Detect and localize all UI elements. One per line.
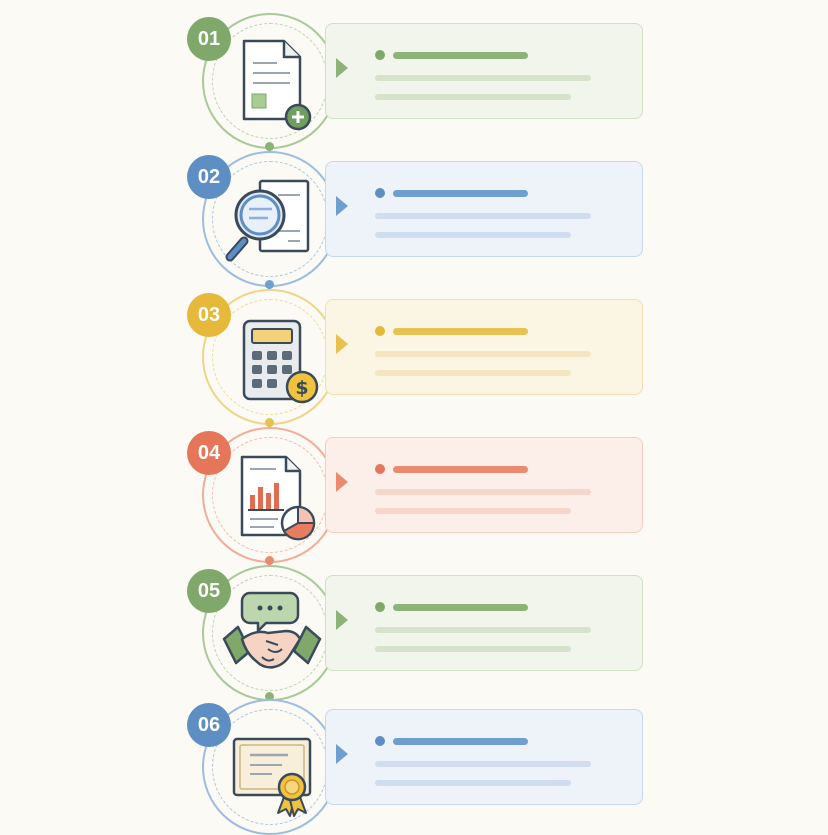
step-06-card [325,709,643,805]
step-01-card [325,23,643,119]
step-01: 01 [0,0,828,149]
step-01-title-placeholder [393,52,528,59]
step-05-card [325,575,643,671]
step-06-text-placeholder [375,761,591,767]
step-03-card-pointer [336,334,348,354]
step-02-card [325,161,643,257]
step-04-number-badge: 04 [187,431,231,475]
step-04-text-placeholder [375,489,591,495]
step-05-card-pointer [336,610,348,630]
report-chart-icon [240,455,316,541]
step-04-text-placeholder [375,508,571,514]
step-05-card-dot [375,602,385,612]
step-01-text-placeholder [375,94,571,100]
step-01-icon-circle [202,13,338,149]
certificate-icon [232,737,312,817]
step-05: 05 [0,552,828,701]
step-01-text-placeholder [375,75,591,81]
step-03: $ 03 [0,276,828,425]
step-02-title-placeholder [393,190,528,197]
step-06-number-badge: 06 [187,703,231,747]
step-04-icon-circle [202,427,338,563]
step-03-card [325,299,643,395]
step-06-title-placeholder [393,738,528,745]
step-02-text-placeholder [375,213,591,219]
document-add-icon [242,39,312,131]
step-01-card-dot [375,50,385,60]
step-02-card-dot [375,188,385,198]
step-03-card-dot [375,326,385,336]
step-04-card-dot [375,464,385,474]
step-02-text-placeholder [375,232,571,238]
step-05-number-badge: 05 [187,569,231,613]
step-06-card-pointer [336,744,348,764]
step-06-text-placeholder [375,780,571,786]
step-03-text-placeholder [375,370,571,376]
step-01-card-pointer [336,58,348,78]
svg-text:$: $ [295,377,308,399]
step-04: 04 [0,414,828,563]
step-05-title-placeholder [393,604,528,611]
step-04-card-pointer [336,472,348,492]
step-03-title-placeholder [393,328,528,335]
step-05-text-placeholder [375,627,591,633]
document-search-icon [225,179,310,262]
step-02-card-pointer [336,196,348,216]
step-02-number-badge: 02 [187,155,231,199]
step-01-number-badge: 01 [187,17,231,61]
handshake-icon [222,591,322,669]
step-06-card-dot [375,736,385,746]
step-06: 06 [0,686,828,835]
step-02: 02 [0,138,828,287]
step-05-text-placeholder [375,646,571,652]
step-03-number-badge: 03 [187,293,231,337]
step-03-text-placeholder [375,351,591,357]
step-04-title-placeholder [393,466,528,473]
calculator-dollar-icon: $ [242,319,319,404]
step-04-card [325,437,643,533]
step-02-icon-circle [202,151,338,287]
